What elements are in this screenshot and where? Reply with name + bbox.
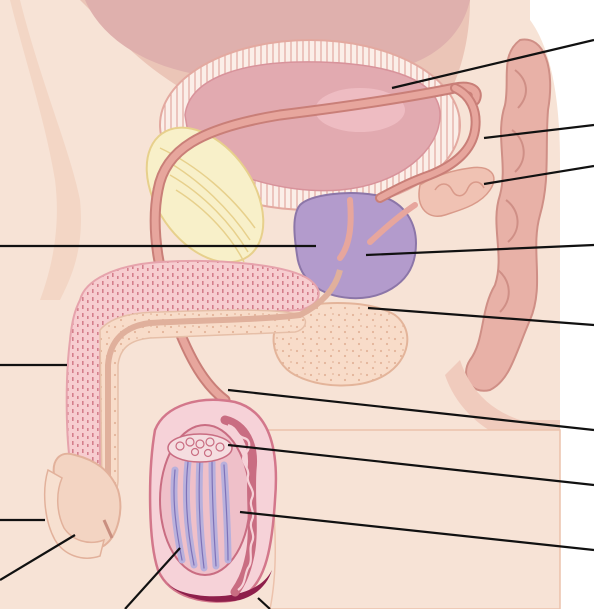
reproductive-anatomy-diagram — [0, 0, 594, 609]
